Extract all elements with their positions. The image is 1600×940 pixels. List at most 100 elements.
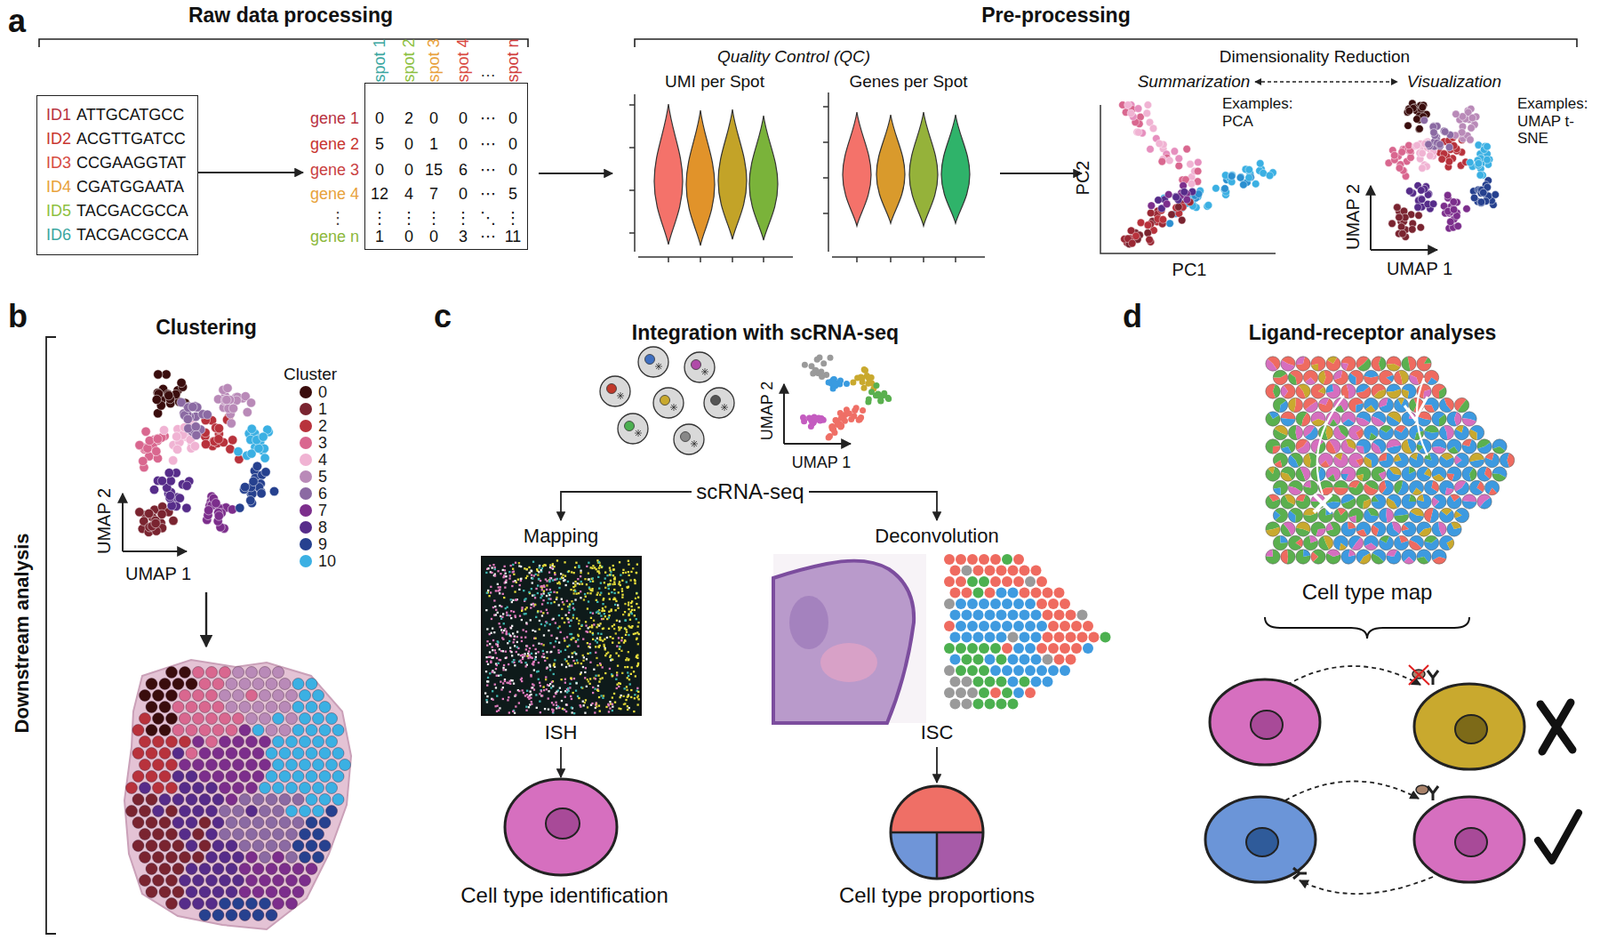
ish-dot: [538, 681, 541, 684]
ish-dot: [619, 696, 622, 698]
scatter-dot: [1417, 194, 1426, 203]
tissue-spot: [192, 689, 205, 702]
ish-dot: [493, 671, 496, 673]
tissue-spot: [166, 759, 178, 771]
tissue-spot: [299, 782, 312, 794]
ish-dot: [600, 694, 603, 696]
ish-dot: [556, 559, 559, 561]
ish-dot: [594, 688, 597, 690]
ish-dot: [558, 651, 560, 654]
ish-dot: [554, 692, 557, 695]
tissue-spot: [332, 793, 344, 806]
tissue-spot: [232, 828, 245, 840]
cell-core: [660, 395, 671, 406]
tissue-spot: [239, 840, 251, 852]
scatter-dot: [1463, 205, 1472, 214]
scatter-dot: [204, 505, 214, 515]
single-cell: [638, 346, 669, 377]
tissue-spot: [172, 724, 184, 736]
scatter-dot: [1149, 124, 1158, 133]
tissue-spot: [319, 701, 331, 713]
ish-dot: [516, 640, 519, 643]
tissue-spot: [272, 689, 285, 702]
tissue-spot: [139, 828, 152, 840]
ish-dot: [547, 708, 550, 711]
ish-dot: [535, 656, 537, 658]
ish-dot: [512, 640, 515, 643]
ish-dot: [632, 670, 635, 672]
ish-dot: [601, 607, 604, 609]
ish-dot: [572, 636, 575, 639]
ish-dot: [554, 621, 557, 624]
ish-dot: [510, 598, 512, 600]
pca-scatter: [1120, 198, 1194, 248]
ish-dot: [563, 637, 566, 640]
scatter-dot: [242, 407, 252, 416]
ish-dot: [522, 628, 525, 631]
tissue-spot: [232, 874, 245, 887]
tissue-spot: [252, 909, 264, 921]
ish-dot: [510, 609, 512, 612]
ish-dot: [494, 566, 496, 568]
ish-dot: [512, 658, 515, 661]
ish-dot: [635, 592, 638, 594]
ish-dot: [595, 656, 598, 659]
he-tissue: [789, 595, 829, 649]
ish-dot: [490, 571, 493, 574]
scatter-dot: [1166, 219, 1175, 228]
ish-dot: [626, 665, 629, 668]
scatter-dot: [211, 498, 221, 508]
ish-dot: [489, 585, 492, 588]
ish-dot: [596, 637, 599, 640]
scatter-dot: [1164, 190, 1173, 199]
scatter-dot: [1420, 116, 1429, 125]
tissue-spot: [145, 747, 158, 760]
tissue-section: [124, 659, 352, 929]
tissue-spot: [279, 840, 291, 852]
ish-dot: [503, 596, 505, 599]
ish-dot: [491, 646, 494, 648]
pie-outline: [890, 785, 984, 879]
tissue-spot: [192, 874, 205, 887]
ish-dot: [621, 596, 624, 599]
scatter-dot: [1166, 156, 1175, 165]
ish-dot: [567, 617, 569, 620]
tissue-spot: [132, 747, 144, 760]
scatter-dot: [1424, 140, 1433, 149]
ish-dot: [578, 583, 581, 585]
tissue-spot: [286, 874, 298, 887]
ish-dot: [536, 568, 538, 570]
ish-dot: [548, 580, 551, 583]
cell-nucleus: [1455, 714, 1488, 744]
tissue-spot: [212, 886, 224, 898]
tissue-spot: [286, 736, 298, 748]
ish-dot: [607, 703, 609, 705]
flow-arrow: [936, 746, 938, 783]
tissue-spot: [172, 793, 184, 806]
ish-dot: [508, 570, 511, 573]
ish-dot: [545, 608, 548, 611]
ish-dot: [580, 624, 583, 627]
scatter-dot: [223, 383, 232, 392]
ish-dot: [611, 696, 614, 698]
ish-dot: [555, 596, 558, 599]
ish-dot: [560, 598, 563, 600]
tissue-spot: [225, 886, 238, 898]
ish-dot: [499, 615, 502, 617]
tissue-spot: [179, 782, 192, 794]
ish-dot: [594, 651, 597, 654]
tissue-spot: [319, 840, 331, 852]
scatter-dot: [1418, 149, 1427, 158]
ish-dot: [496, 645, 499, 648]
ish-dot: [580, 662, 583, 664]
tissue-spot: [152, 759, 165, 771]
ish-dot: [571, 656, 574, 658]
ish-dot: [568, 608, 571, 611]
ish-dot: [556, 582, 559, 584]
ish-dot: [549, 623, 552, 625]
ish-dot: [538, 619, 541, 622]
ish-dot: [596, 664, 599, 666]
ish-dot: [598, 645, 600, 648]
ish-dot: [637, 662, 640, 664]
ish-dot: [531, 629, 534, 632]
